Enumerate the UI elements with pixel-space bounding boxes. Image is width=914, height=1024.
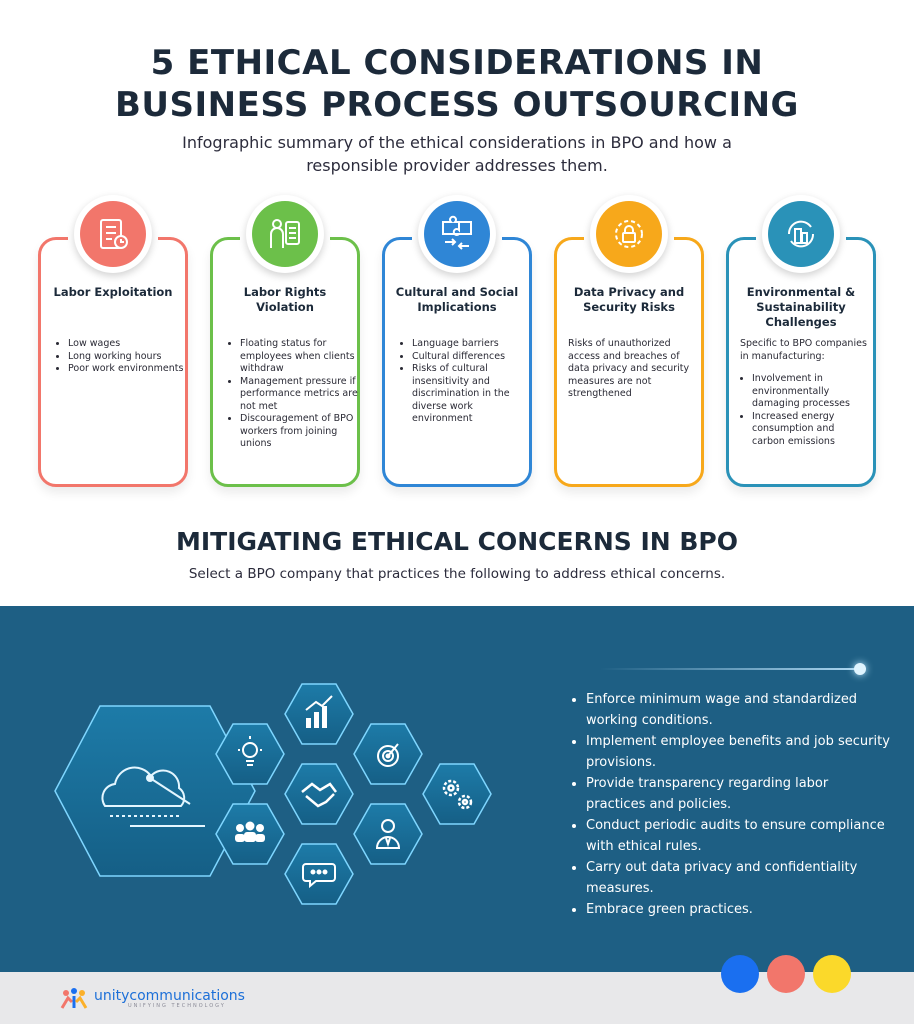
footer: unitycommunications UNIFYING TECHNOLOGY [0,972,914,1024]
decor-dot-blue [721,955,759,993]
card-environmental: Environmental & Sustainability Challenge… [726,195,876,495]
bar-chart-icon [305,695,333,728]
target-icon [377,743,399,767]
hex-lightbulb [215,723,285,785]
card-bullet: Language barriers [412,338,530,351]
card-bullet: Involvement in environmentally damaging … [752,373,870,411]
card-icon-ring [762,195,840,273]
gears-icon [442,779,473,810]
logo-name: unitycommunications [94,988,245,1004]
handshake-icon [301,782,337,808]
card-labor-exploitation: Labor Exploitation Low wages Long workin… [38,195,188,495]
mitigation-item: Enforce minimum wage and standardized wo… [586,690,890,731]
card-bullet: Increased energy consumption and carbon … [752,411,870,449]
unity-logo[interactable]: unitycommunications UNIFYING TECHNOLOGY [60,988,245,1010]
lock-gear-icon [596,201,662,267]
mitigation-panel: Enforce minimum wage and standardized wo… [0,606,914,972]
mitigation-item: Provide transparency regarding labor pra… [586,774,890,815]
card-cultural-social: Cultural and Social Implications Languag… [382,195,532,495]
factory-recycle-icon [768,201,834,267]
card-body: Risks of unauthorized access and breache… [568,338,698,401]
card-bullet: Long working hours [68,351,186,364]
card-body: Specific to BPO companies in manufacturi… [740,338,870,448]
businessman-icon [375,819,401,849]
card-frame [38,237,188,487]
hex-businessman [353,803,423,865]
card-text: Risks of unauthorized access and breache… [568,338,690,399]
puzzle-exchange-icon [424,201,490,267]
card-bullet: Cultural differences [412,351,530,364]
card-title: Cultural and Social Implications [395,285,519,314]
title-line-2: BUSINESS PROCESS OUTSOURCING [115,85,799,125]
hex-handshake [284,763,354,825]
card-icon-ring [246,195,324,273]
card-bullet: Discouragement of BPO workers from joini… [240,413,358,451]
card-title: Labor Rights Violation [243,285,327,314]
mitigation-item: Carry out data privacy and confidentiali… [586,858,890,899]
card-bullet: Poor work environments [68,363,186,376]
worker-document-icon [252,201,318,267]
page-subtitle: Infographic summary of the ethical consi… [182,133,732,175]
card-bullet: Management pressure if performance metri… [240,376,358,414]
decor-dot-red [767,955,805,993]
checklist-clock-icon [80,201,146,267]
card-title: Labor Exploitation [53,285,173,299]
hexagon-graphic [40,666,530,916]
card-frame [210,237,360,487]
mitigation-item: Embrace green practices. [586,900,890,921]
mitigation-list: Enforce minimum wage and standardized wo… [570,690,890,922]
lightbulb-icon [238,736,262,766]
card-body: Language barriers Cultural differences R… [400,338,530,426]
decor-dot-yellow [813,955,851,993]
mitigating-title: MITIGATING ETHICAL CONCERNS IN BPO [175,527,739,556]
card-title: Environmental & Sustainability Challenge… [746,285,856,329]
mitigation-item: Conduct periodic audits to ensure compli… [586,816,890,857]
card-frame [726,237,876,487]
logo-tagline: UNIFYING TECHNOLOGY [128,1003,226,1009]
card-data-privacy: Data Privacy and Security Risks Risks of… [554,195,704,495]
hex-gears [422,763,492,825]
card-frame [554,237,704,487]
decorative-line [600,668,862,670]
card-body: Low wages Long working hours Poor work e… [56,338,186,376]
mitigation-item: Implement employee benefits and job secu… [586,732,890,773]
mitigating-subtitle: Select a BPO company that practices the … [188,566,726,582]
cloud-icon [101,766,205,827]
chat-bubble-icon [302,863,336,889]
card-bullet: Floating status for employees when clien… [240,338,358,376]
title-line-1: 5 ETHICAL CONSIDERATIONS IN [150,43,764,83]
card-bullet: Low wages [68,338,186,351]
card-labor-rights-violation: Labor Rights Violation Floating status f… [210,195,360,495]
card-icon-ring [590,195,668,273]
card-intro: Specific to BPO companies in manufacturi… [740,338,867,362]
logo-people-icon [60,988,88,1009]
page-title: 5 ETHICAL CONSIDERATIONS IN BUSINESS PRO… [0,42,914,126]
card-frame [382,237,532,487]
card-title: Data Privacy and Security Risks [573,285,685,314]
decorative-glow-dot [854,663,866,675]
team-icon [235,821,265,842]
card-icon-ring [74,195,152,273]
card-body: Floating status for employees when clien… [228,338,358,451]
card-icon-ring [418,195,496,273]
card-bullet: Risks of cultural insensitivity and disc… [412,363,530,426]
